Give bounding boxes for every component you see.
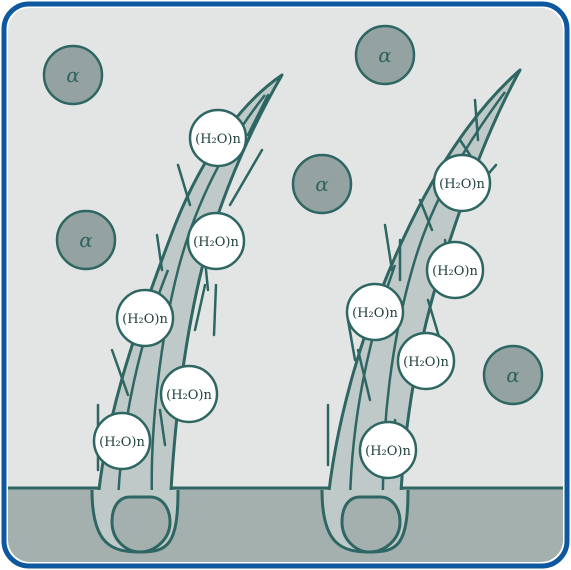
- alpha-particle: α: [484, 346, 542, 404]
- water-label: (H₂O)n: [365, 444, 411, 459]
- water-label: (H₂O)n: [432, 264, 478, 279]
- alpha-label: α: [66, 63, 80, 87]
- water-molecule: (H₂O)n: [117, 290, 173, 346]
- alpha-label: α: [79, 228, 93, 252]
- water-molecule: (H₂O)n: [360, 422, 416, 478]
- water-molecule: (H₂O)n: [94, 413, 150, 469]
- water-molecule: (H₂O)n: [347, 284, 403, 340]
- alpha-particle: α: [293, 155, 351, 213]
- left-bulb: [112, 497, 170, 552]
- water-molecule: (H₂O)n: [427, 242, 483, 298]
- right-bulb: [342, 497, 400, 552]
- alpha-particle: α: [57, 211, 115, 269]
- alpha-particle: α: [44, 46, 102, 104]
- water-molecule: (H₂O)n: [161, 366, 217, 422]
- water-label: (H₂O)n: [193, 235, 239, 250]
- alpha-particle: α: [356, 26, 414, 84]
- alpha-label: α: [378, 43, 392, 67]
- water-label: (H₂O)n: [195, 132, 241, 147]
- water-molecule: (H₂O)n: [190, 110, 246, 166]
- water-label: (H₂O)n: [99, 435, 145, 450]
- water-label: (H₂O)n: [166, 388, 212, 403]
- ground-layer: [0, 488, 571, 570]
- alpha-label: α: [506, 363, 520, 387]
- water-label: (H₂O)n: [403, 355, 449, 370]
- water-molecule: (H₂O)n: [188, 213, 244, 269]
- water-molecule: (H₂O)n: [434, 155, 490, 211]
- alpha-label: α: [315, 172, 329, 196]
- water-label: (H₂O)n: [122, 312, 168, 327]
- water-molecule: (H₂O)n: [398, 333, 454, 389]
- water-label: (H₂O)n: [439, 177, 485, 192]
- water-label: (H₂O)n: [352, 306, 398, 321]
